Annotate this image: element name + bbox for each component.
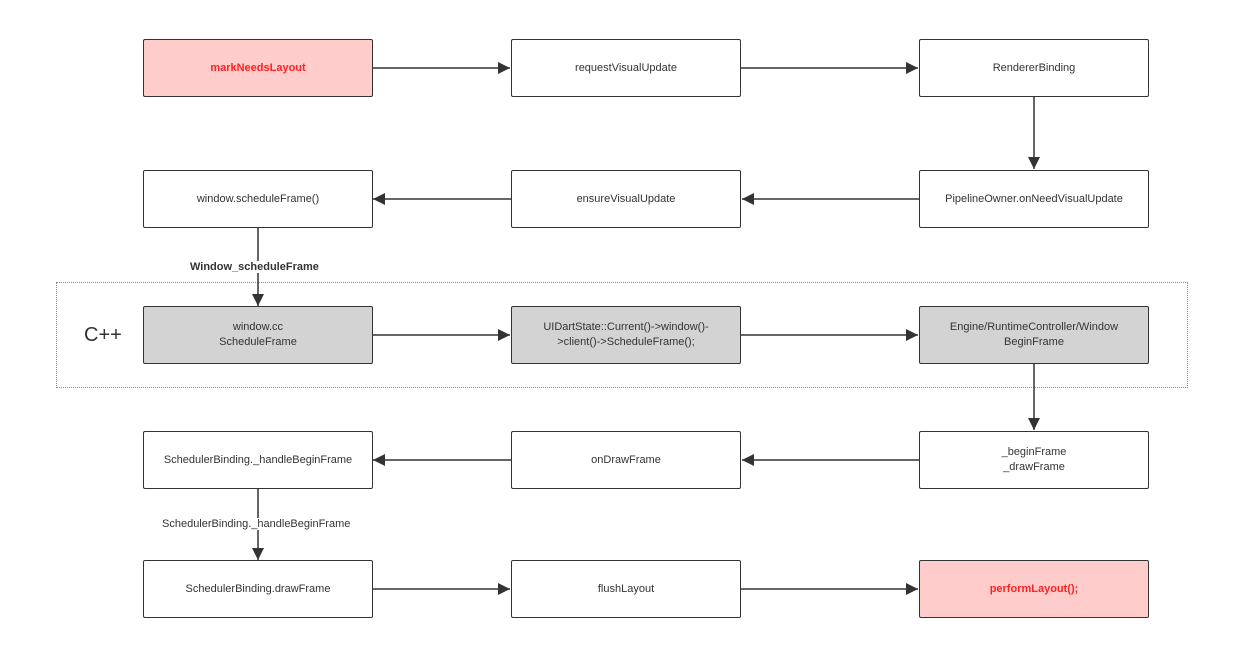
node-label-line: onDrawFrame: [591, 453, 661, 466]
node-label-line: performLayout();: [989, 582, 1079, 595]
node-label: RendererBinding: [993, 61, 1076, 76]
node-label-line: ensureVisualUpdate: [576, 192, 676, 205]
node-label: window.scheduleFrame(): [197, 192, 319, 207]
node-label-line: _drawFrame: [1003, 461, 1065, 473]
node-label: SchedulerBinding._handleBeginFrame: [164, 453, 352, 468]
node-begin-draw-frame: _beginFrame _drawFrame: [919, 431, 1149, 489]
cpp-group-label: C++: [84, 324, 122, 346]
node-draw-frame: SchedulerBinding.drawFrame: [143, 560, 373, 618]
node-label-line: flushLayout: [597, 582, 655, 595]
node-label-line: _beginFrame: [1001, 446, 1067, 458]
node-flush-layout: flushLayout: [511, 560, 741, 618]
node-label-line: ScheduleFrame: [219, 336, 297, 348]
node-label: flushLayout: [598, 582, 654, 597]
edge-label-window-schedule-frame: Window_scheduleFrame: [188, 261, 321, 273]
node-label: performLayout();: [990, 582, 1079, 597]
node-label-line: SchedulerBinding.drawFrame: [185, 582, 331, 595]
node-label-line: BeginFrame: [1004, 336, 1064, 348]
node-label: UIDartState::Current()->window()->client…: [543, 320, 708, 350]
edge-label-handle-begin-frame: SchedulerBinding._handleBeginFrame: [160, 518, 353, 530]
cpp-group-boundary: [56, 282, 1188, 388]
node-perform-layout: performLayout();: [919, 560, 1149, 618]
node-label: PipelineOwner.onNeedVisualUpdate: [945, 192, 1123, 207]
node-label-line: RendererBinding: [992, 61, 1076, 74]
node-label: markNeedsLayout: [210, 61, 305, 76]
node-label-line: Engine/RuntimeController/Window: [949, 321, 1119, 333]
node-handle-begin-frame: SchedulerBinding._handleBeginFrame: [143, 431, 373, 489]
node-label: onDrawFrame: [591, 453, 661, 468]
node-renderer-binding: RendererBinding: [919, 39, 1149, 97]
node-window-schedule-frame: window.scheduleFrame(): [143, 170, 373, 228]
node-label: ensureVisualUpdate: [577, 192, 676, 207]
node-ensure-visual-update: ensureVisualUpdate: [511, 170, 741, 228]
node-label: requestVisualUpdate: [575, 61, 677, 76]
node-uidartstate: UIDartState::Current()->window()->client…: [511, 306, 741, 364]
node-mark-needs-layout: markNeedsLayout: [143, 39, 373, 97]
node-label: SchedulerBinding.drawFrame: [186, 582, 331, 597]
node-label-line: >client()->ScheduleFrame();: [557, 336, 695, 348]
node-label-line: requestVisualUpdate: [575, 61, 677, 74]
node-label: _beginFrame _drawFrame: [1002, 445, 1067, 475]
node-label-line: SchedulerBinding._handleBeginFrame: [163, 453, 353, 466]
node-pipeline-owner: PipelineOwner.onNeedVisualUpdate: [919, 170, 1149, 228]
node-request-visual-update: requestVisualUpdate: [511, 39, 741, 97]
node-label-line: markNeedsLayout: [210, 61, 306, 74]
node-label-line: PipelineOwner.onNeedVisualUpdate: [945, 192, 1123, 205]
node-label-line: UIDartState::Current()->window()-: [543, 321, 709, 333]
node-label-line: window.cc: [232, 321, 284, 333]
node-label-line: window.scheduleFrame(): [196, 192, 320, 205]
node-on-draw-frame: onDrawFrame: [511, 431, 741, 489]
